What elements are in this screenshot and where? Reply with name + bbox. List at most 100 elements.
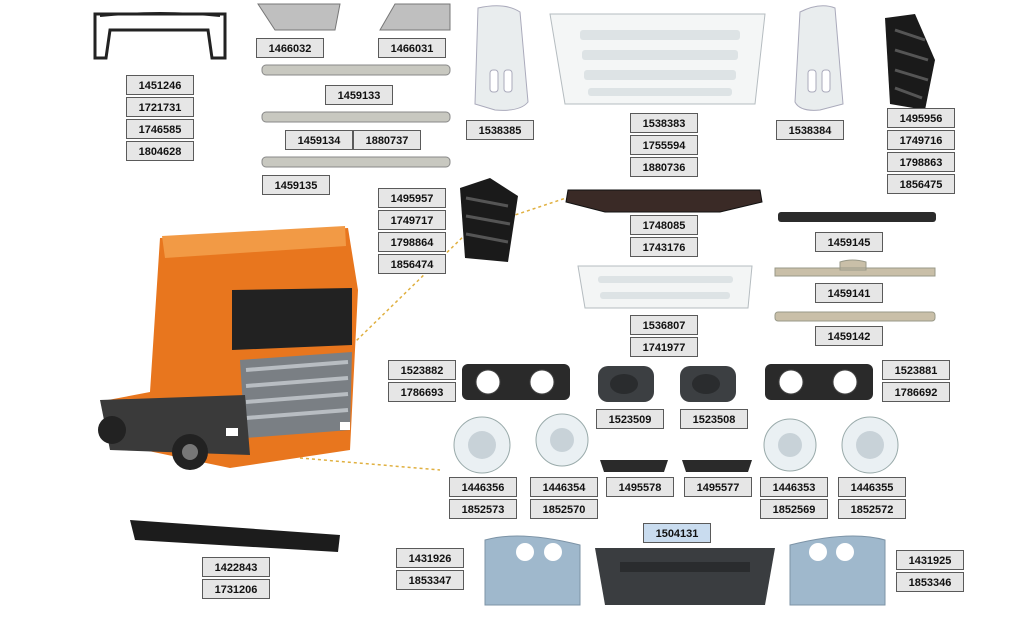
part-number-label: 1856475 <box>887 174 955 194</box>
part-number-label: 1853347 <box>396 570 464 590</box>
label-group-y: 1446353 1852569 <box>760 477 828 521</box>
part-number-label: 1495957 <box>378 188 446 208</box>
fog-lamp-1446356 <box>453 416 511 474</box>
part-number-label: 1495956 <box>887 108 955 128</box>
label-group-k: 1495957 1749717 1798864 1856474 <box>378 188 446 276</box>
strip-1459142 <box>774 311 936 322</box>
fog-lamp-1446355 <box>841 416 899 474</box>
part-number-label: 1786692 <box>882 382 950 402</box>
part-number-label: 1731206 <box>202 579 270 599</box>
label-group-c: 1466031 <box>378 38 446 60</box>
part-number-label: 1786693 <box>388 382 456 402</box>
trim-strip-1459134 <box>261 111 451 123</box>
windshield-frame-part <box>93 12 227 60</box>
part-number-label: 1852569 <box>760 499 828 519</box>
label-group-u: 1446356 1852573 <box>449 477 517 521</box>
label-group-e: 1459134 1880737 <box>285 130 421 150</box>
part-number-label: 1495577 <box>684 477 752 497</box>
fog-lamp-1446353 <box>763 418 817 472</box>
side-vent-left-part <box>460 178 518 262</box>
label-group-f: 1459135 <box>262 175 330 197</box>
fog-bracket-right-part <box>765 364 873 400</box>
part-number-label: 1538384 <box>776 120 844 140</box>
label-group-v: 1446354 1852570 <box>530 477 598 521</box>
part-number-label: 1748085 <box>630 215 698 235</box>
part-number-label: 1852572 <box>838 499 906 519</box>
fog-bracket-left-part <box>462 364 570 400</box>
label-group-q: 1523882 1786693 <box>388 360 456 404</box>
part-number-label: 1523508 <box>680 409 748 429</box>
part-number-label: 1451246 <box>126 75 194 95</box>
part-number-label: 1446354 <box>530 477 598 497</box>
strip-1459145 <box>778 212 936 222</box>
part-number-label: 1538385 <box>466 120 534 140</box>
part-number-label: 1495578 <box>606 477 674 497</box>
part-number-label: 1466031 <box>378 38 446 58</box>
bumper-step-part <box>130 520 340 552</box>
label-group-d: 1459133 <box>325 85 393 107</box>
label-group-i: 1538384 <box>776 120 844 142</box>
part-number-label: 1431925 <box>896 550 964 570</box>
grille-insert-left-part <box>257 3 341 31</box>
label-group-n: 1459141 <box>815 283 883 305</box>
label-group-g: 1538385 <box>466 120 534 142</box>
label-group-j: 1495956 1749716 1798863 1856475 <box>887 108 955 196</box>
trim-strip-1459133 <box>261 64 451 76</box>
part-number-label: 1749717 <box>378 210 446 230</box>
part-number-label: 1804628 <box>126 141 194 161</box>
part-number-label: 1446356 <box>449 477 517 497</box>
cover-1495577 <box>682 460 752 472</box>
part-number-label: 1459142 <box>815 326 883 346</box>
part-number-label: 1856474 <box>378 254 446 274</box>
part-number-label: 1523509 <box>596 409 664 429</box>
part-number-label: 1798863 <box>887 152 955 172</box>
part-number-label: 1721731 <box>126 97 194 117</box>
label-group-l: 1748085 1743176 <box>630 215 698 259</box>
part-number-label: 1459135 <box>262 175 330 195</box>
label-group-t: 1523881 1786692 <box>882 360 950 404</box>
corner-panel-left-part <box>474 5 529 111</box>
label-group-p: 1459142 <box>815 326 883 348</box>
part-number-label: 1459133 <box>325 85 393 105</box>
label-group-h: 1538383 1755594 1880736 <box>630 113 698 179</box>
part-number-label: 1852570 <box>530 499 598 519</box>
sun-visor-part <box>565 189 763 213</box>
part-number-label-highlighted: 1504131 <box>643 523 711 543</box>
part-number-label: 1446355 <box>838 477 906 497</box>
part-number-label: 1459134 <box>285 130 353 150</box>
part-number-label: 1459145 <box>815 232 883 252</box>
bumper-corner-left-part <box>484 535 581 606</box>
trim-strip-1459135 <box>261 156 451 168</box>
label-group-x: 1495577 <box>684 477 752 499</box>
part-number-label: 1755594 <box>630 135 698 155</box>
part-number-label: 1880737 <box>353 130 421 150</box>
label-group-b: 1466032 <box>256 38 324 60</box>
label-group-aa: 1504131 <box>643 523 711 545</box>
part-number-label: 1798864 <box>378 232 446 252</box>
part-number-label: 1741977 <box>630 337 698 357</box>
label-group-m: 1459145 <box>815 232 883 254</box>
strip-1459141 <box>774 259 936 277</box>
label-group-ad: 1431925 1853346 <box>896 550 964 594</box>
grille-insert-right-part <box>379 3 451 31</box>
part-number-label: 1431926 <box>396 548 464 568</box>
part-number-label: 1746585 <box>126 119 194 139</box>
corner-panel-right-part <box>794 5 844 111</box>
part-number-label: 1743176 <box>630 237 698 257</box>
front-grille-part <box>549 13 766 105</box>
label-group-w: 1495578 <box>606 477 674 499</box>
bumper-center-part <box>595 548 775 605</box>
label-group-z: 1446355 1852572 <box>838 477 906 521</box>
part-number-label: 1422843 <box>202 557 270 577</box>
bumper-corner-right-part <box>789 535 886 606</box>
part-number-label: 1446353 <box>760 477 828 497</box>
part-number-label: 1536807 <box>630 315 698 335</box>
lower-grille-part <box>577 265 753 309</box>
truck-image <box>98 226 358 470</box>
label-group-o: 1536807 1741977 <box>630 315 698 359</box>
label-group-r: 1523509 <box>596 409 664 431</box>
label-group-ac: 1431926 1853347 <box>396 548 464 592</box>
part-number-label: 1523881 <box>882 360 950 380</box>
label-group-ab: 1422843 1731206 <box>202 557 270 601</box>
